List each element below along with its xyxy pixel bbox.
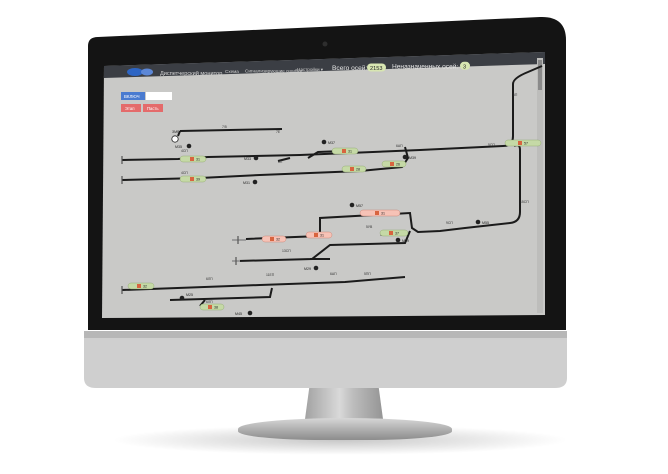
svg-text:6ЛП: 6ЛП: [206, 300, 213, 304]
svg-text:38: 38: [214, 306, 218, 310]
svg-text:4СП: 4СП: [181, 149, 188, 153]
topbar: [104, 52, 545, 78]
svg-text:М59: М59: [402, 239, 409, 243]
svg-text:37: 37: [395, 232, 399, 236]
svg-text:32: 32: [143, 285, 147, 289]
svg-text:5УВ: 5УВ: [366, 225, 373, 229]
svg-text:7/5: 7/5: [222, 125, 227, 129]
unassigned-axes-badge: [460, 61, 470, 70]
svg-text:32: 32: [276, 238, 280, 242]
svg-text:26: 26: [396, 163, 400, 167]
counter-badge[interactable]: 37: [379, 229, 409, 237]
svg-text:6П: 6П: [278, 160, 283, 164]
counter-badge[interactable]: 32: [127, 282, 155, 290]
svg-text:31: 31: [381, 212, 385, 216]
monitor-chin: [84, 331, 567, 388]
signal-m37[interactable]: М37: [321, 139, 335, 145]
monitor-stand-base: [238, 418, 452, 440]
menu-settings[interactable]: Настройки ▾: [297, 66, 324, 72]
svg-text:6ЛП: 6ЛП: [206, 277, 213, 281]
counter-badge[interactable]: 31: [305, 231, 333, 239]
svg-text:9СП: 9СП: [446, 221, 453, 225]
signal-m39[interactable]: М39: [402, 154, 416, 160]
svg-text:5П: 5П: [513, 93, 518, 97]
signal-m57[interactable]: М57: [349, 202, 363, 208]
svg-text:31: 31: [348, 150, 352, 154]
svg-text:39: 39: [196, 178, 200, 182]
svg-text:М35: М35: [175, 145, 182, 149]
counter-badge[interactable]: 28: [341, 165, 367, 173]
red-button-2-label: Пасть: [147, 106, 159, 111]
svg-text:5ПП: 5ПП: [364, 272, 371, 276]
menu-errors[interactable]: Сигнализирующие ошибки: [245, 68, 302, 73]
svg-text:57: 57: [524, 142, 528, 146]
svg-text:5СП: 5СП: [488, 143, 495, 147]
counter-badge[interactable]: 26: [381, 160, 407, 168]
menu-scheme[interactable]: Схема: [225, 69, 239, 74]
svg-text:31: 31: [196, 158, 200, 162]
counter-badge[interactable]: 31: [331, 147, 359, 155]
primary-button-label: ВКЛЮЧ: [124, 94, 140, 99]
svg-text:7Е: 7Е: [276, 130, 281, 134]
svg-text:6АП: 6АП: [396, 144, 403, 148]
svg-text:13СП: 13СП: [282, 249, 291, 253]
svg-text:М57: М57: [356, 204, 363, 208]
unassigned-axes-label: Неназначенных осей:: [392, 62, 458, 70]
signal-m35[interactable]: М35: [175, 143, 192, 149]
primary-button[interactable]: [121, 92, 145, 100]
app-title: Диспетчерский монитор: [160, 70, 222, 77]
svg-text:М55: М55: [482, 221, 489, 225]
left-input[interactable]: [146, 92, 172, 100]
svg-text:М31: М31: [243, 181, 250, 185]
svg-text:М39: М39: [409, 156, 416, 160]
signal-m59[interactable]: М59: [395, 237, 409, 243]
svg-text:М29: М29: [304, 267, 311, 271]
red-button-1[interactable]: [121, 104, 141, 112]
svg-text:М45: М45: [235, 312, 242, 316]
red-button-2[interactable]: [143, 104, 163, 112]
signal-m33[interactable]: М33: [244, 155, 259, 161]
counter-badge[interactable]: 31: [179, 155, 207, 163]
red-button-1-label: Этап: [125, 106, 134, 111]
counter-badge[interactable]: 39: [179, 175, 207, 183]
scrollbar-thumb[interactable]: [538, 60, 542, 90]
svg-text:15СП: 15СП: [520, 200, 529, 204]
counter-badge[interactable]: 32: [261, 235, 287, 243]
svg-text:6АП: 6АП: [330, 272, 337, 276]
signal-m55[interactable]: М55: [475, 219, 489, 225]
app-logo-icon: [127, 68, 153, 76]
signals: ЗМР М35 М33 М37 М39 М31 М57 М59: [171, 130, 489, 316]
counter-badge[interactable]: 31: [359, 209, 401, 217]
svg-text:28: 28: [356, 168, 360, 172]
counter-badge[interactable]: 38: [199, 303, 225, 311]
signal-zmr[interactable]: ЗМР: [171, 130, 180, 143]
counter-badge[interactable]: 57: [504, 139, 542, 147]
counter-badges: 31 39 31 28 26 57 31: [127, 139, 542, 311]
svg-text:М37: М37: [328, 141, 335, 145]
svg-text:31: 31: [320, 234, 324, 238]
svg-text:М33: М33: [244, 157, 251, 161]
scrollbar-track[interactable]: [537, 58, 543, 313]
chin-edge: [84, 331, 567, 338]
svg-text:ЗМР: ЗМР: [172, 130, 180, 134]
svg-text:4СП: 4СП: [181, 171, 188, 175]
screen: [102, 52, 545, 318]
camera-dot: [322, 41, 328, 47]
signal-m29[interactable]: М29: [304, 265, 319, 271]
signal-m45[interactable]: М45: [235, 310, 253, 316]
total-axes-badge: [367, 63, 386, 72]
unassigned-axes-value: 3: [463, 64, 466, 70]
signal-m25[interactable]: М25: [179, 293, 193, 301]
total-axes-value: 2153: [370, 66, 382, 72]
svg-text:11ЕП: 11ЕП: [266, 273, 275, 277]
buffer-stops: [121, 156, 239, 294]
svg-text:М25: М25: [186, 293, 193, 297]
total-axes-label: Всего осей:: [332, 64, 367, 72]
signal-m31[interactable]: М31: [243, 179, 258, 185]
